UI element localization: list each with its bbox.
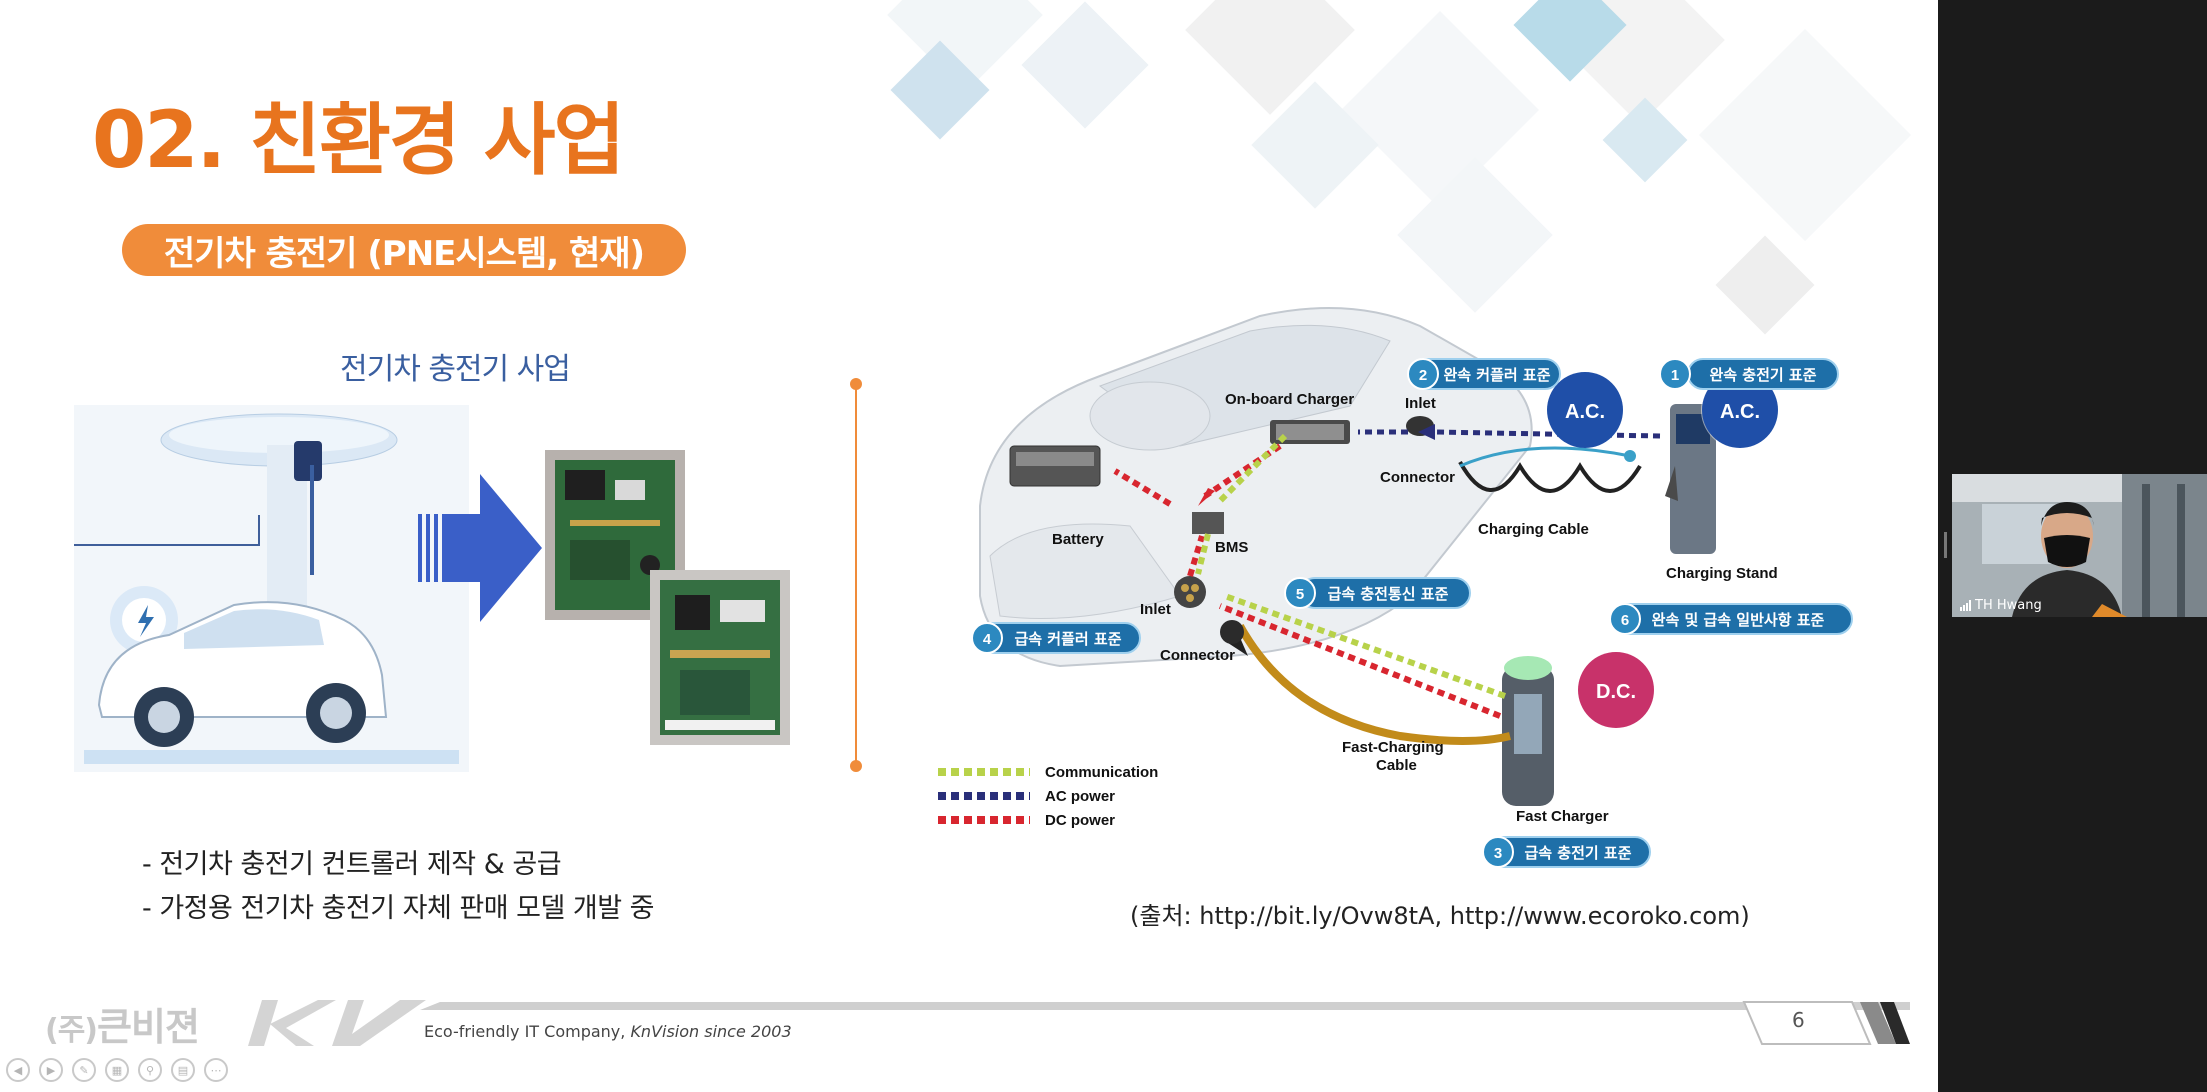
battery-label: Battery [1052, 531, 1104, 548]
inlet-label-top: Inlet [1405, 395, 1436, 412]
participant-name: TH Hwang [1975, 598, 2042, 613]
onboard-charger-label: On-board Charger [1225, 391, 1354, 408]
bullet-item: - 가정용 전기차 충전기 자체 판매 모델 개발 중 [142, 893, 655, 924]
participant-video-tile[interactable]: TH Hwang [1952, 474, 2207, 617]
badge-text: 급속 커플러 표준 [1014, 630, 1121, 648]
tagline-plain: Eco-friendly IT Company, [424, 1022, 631, 1041]
badge-number: 2 [1419, 367, 1427, 384]
footer-rule [420, 1002, 1910, 1010]
badge-text: 완속 커플러 표준 [1443, 366, 1550, 384]
pen-icon[interactable]: ✎ [72, 1058, 96, 1082]
fast-charger-label: Fast Charger [1516, 808, 1609, 825]
section-pill: 전기차 충전기 (PNE시스템, 현재) [122, 224, 686, 276]
fast-charger [1502, 656, 1554, 806]
presentation-slide: 02. 친환경 사업 전기차 충전기 (PNE시스템, 현재) 전기차 충전기 … [0, 0, 1938, 1092]
ac-label: A.C. [1565, 401, 1605, 423]
prev-icon[interactable]: ◀ [6, 1058, 30, 1082]
presentation-controls: ◀ ▶ ✎ ▦ ⚲ ▤ ⋯ [6, 1058, 228, 1082]
company-name: 큰비젼 [97, 1005, 200, 1049]
source-citation: (출처: http://bit.ly/Ovw8tA, http://www.ec… [1130, 902, 1750, 930]
legend: Communication AC power DC power [938, 764, 1158, 829]
page-number-badge [1742, 1001, 1910, 1045]
ac-circle [1702, 372, 1778, 448]
badge-text: 급속 충전기 표준 [1524, 844, 1631, 862]
badge-number: 3 [1494, 845, 1502, 862]
subtitles-icon[interactable]: ▤ [171, 1058, 195, 1082]
company-logo: (주)큰비젼 [45, 996, 200, 1051]
play-icon[interactable]: ▶ [39, 1058, 63, 1082]
badge-number: 5 [1296, 586, 1304, 603]
signal-icon [1960, 600, 1971, 611]
right-arrow-icon [418, 474, 542, 622]
footer-tagline: Eco-friendly IT Company, KnVision since … [424, 1022, 792, 1041]
controller-board-photos [545, 450, 790, 745]
page-number: 6 [1792, 1008, 1805, 1032]
charging-stand-label: Charging Stand [1666, 565, 1778, 582]
badge-number: 1 [1671, 367, 1679, 384]
zoom-icon[interactable]: ⚲ [138, 1058, 162, 1082]
tagline-italic: KnVision since 2003 [630, 1022, 792, 1041]
car-illustration [979, 307, 1533, 668]
ev-charging-illustration [74, 405, 469, 772]
dc-circle [1578, 652, 1654, 728]
background-decoration [887, 0, 1912, 335]
bms-label: BMS [1215, 539, 1248, 556]
badge-4: 4 급속 커플러 표준 [971, 622, 1141, 654]
ev-charging-standards-diagram: A.C. A.C. D.C. On-board Charger Inlet Co… [938, 307, 1853, 868]
fast-charging-cable-label-2: Cable [1376, 757, 1417, 774]
slides-icon[interactable]: ▦ [105, 1058, 129, 1082]
badge-text: 급속 충전통신 표준 [1328, 585, 1449, 603]
badge-3: 3 급속 충전기 표준 [1482, 836, 1651, 868]
legend-communication: Communication [1045, 764, 1158, 781]
slide-title: 02. 친환경 사업 [92, 96, 625, 186]
bullet-item: - 전기차 충전기 컨트롤러 제작 & 공급 [142, 849, 562, 880]
connector-label-top: Connector [1380, 469, 1455, 486]
section-divider [855, 384, 857, 766]
badge-number: 4 [983, 631, 992, 648]
badge-text: 완속 및 급속 일반사항 표준 [1652, 611, 1825, 629]
divider-dot-bottom [850, 760, 862, 772]
bullet-list: - 전기차 충전기 컨트롤러 제작 & 공급 - 가정용 전기차 충전기 자체 … [142, 843, 655, 931]
sidebar-resize-handle[interactable] [1944, 532, 1947, 558]
legend-dc-power: DC power [1045, 812, 1115, 829]
fast-charging-cable-label: Fast-Charging [1342, 739, 1444, 756]
more-icon[interactable]: ⋯ [204, 1058, 228, 1082]
participant-name-tag: TH Hwang [1960, 598, 2042, 613]
business-heading: 전기차 충전기 사업 [340, 352, 571, 387]
ac-circle-label: A.C. [1720, 401, 1760, 423]
inlet-label-bottom: Inlet [1140, 601, 1171, 618]
kn-logo-icon [248, 1000, 426, 1046]
legend-ac-power: AC power [1045, 788, 1115, 805]
badge-text: 완속 충전기 표준 [1709, 366, 1816, 384]
connector-label-bottom: Connector [1160, 647, 1235, 664]
badge-1: 1 완속 충전기 표준 [1659, 358, 1839, 390]
badge-2: 2 완속 커플러 표준 [1407, 358, 1561, 390]
participant-video-frame [1952, 474, 2207, 617]
charging-stand [1665, 404, 1716, 554]
badge-6: 6 완속 및 급속 일반사항 표준 [1609, 603, 1853, 635]
charging-cable-label: Charging Cable [1478, 521, 1589, 538]
badge-5: 5 급속 충전통신 표준 [1284, 577, 1471, 609]
dc-circle-label: D.C. [1596, 681, 1636, 703]
badge-number: 6 [1621, 612, 1629, 629]
divider-dot-top [850, 378, 862, 390]
company-paren: (주) [45, 1013, 98, 1048]
